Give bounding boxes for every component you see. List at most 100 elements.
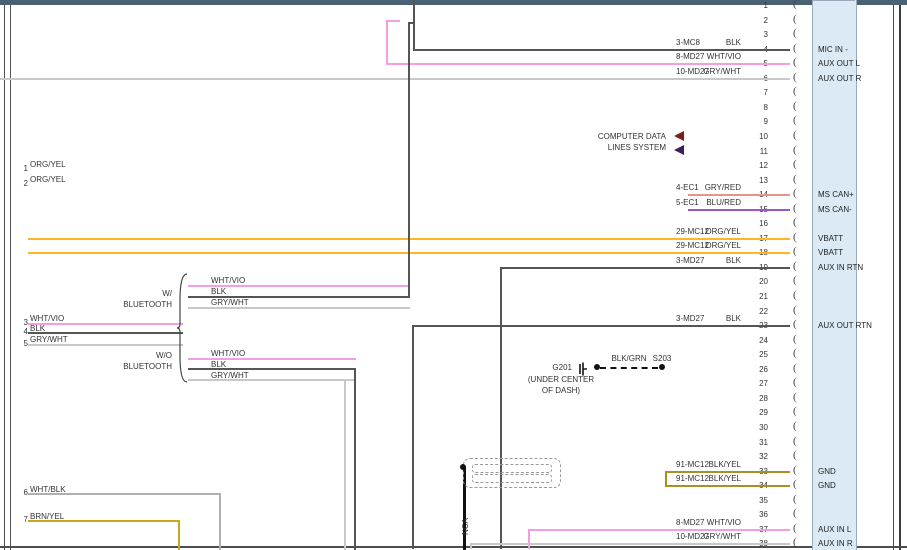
wire-pin37-whtvio-vert — [528, 528, 530, 549]
circuit-id-pin-18: 29-MC12 — [676, 241, 709, 251]
pin-function-18: VBATT — [818, 248, 844, 258]
pin-function-23: AUX OUT RTN — [818, 321, 872, 331]
pin-function-37: AUX IN L — [818, 524, 852, 534]
pin-socket-20: ( — [793, 274, 797, 287]
left-wire-color-pin-2: ORG/YEL — [30, 175, 66, 184]
ground-dashed-wire — [600, 367, 658, 369]
wire-pin38-grywht — [470, 543, 790, 546]
pin-number-13: 13 — [759, 175, 768, 185]
wire-color-pin-37: WHT/VIO — [706, 517, 741, 527]
ground-location-line1: (UNDER CENTER — [527, 375, 595, 384]
wire-color-pin-19: BLK — [725, 255, 741, 265]
pin-socket-18: ( — [793, 245, 797, 258]
wire-nobt-grywht — [188, 379, 356, 381]
wire-bt-blk-top — [408, 22, 414, 24]
branch-without-bluetooth-line1: W/O — [156, 351, 172, 360]
pin-socket-33: ( — [793, 463, 797, 476]
page-left-border-inner — [10, 5, 11, 550]
computer-data-label-line1: COMPUTER DATA — [597, 132, 666, 141]
pin-socket-27: ( — [793, 376, 797, 389]
pin-number-27: 27 — [759, 379, 768, 389]
pin-socket-31: ( — [793, 434, 797, 447]
circuit-id-pin-5: 8-MD27 — [676, 52, 705, 62]
wire-nca-vert — [463, 467, 466, 550]
circuit-id-pin-37: 8-MD27 — [676, 517, 705, 527]
wire-left-pin6 — [28, 493, 221, 495]
ground-wire-color-label: BLK/GRN — [611, 354, 647, 363]
wire-color-pin-4: BLK — [725, 37, 741, 47]
page-bottom-border — [0, 546, 907, 548]
wire-color-pin-34: BLK/YEL — [708, 474, 741, 484]
pin-number-29: 29 — [759, 408, 768, 418]
wire-nobt-whtvio — [188, 358, 356, 360]
pin-function-38: AUX IN R — [818, 539, 853, 549]
pin-socket-11: ( — [793, 143, 797, 156]
pin-number-1: 1 — [763, 1, 768, 10]
wire-pin5-whtvio-top — [386, 20, 400, 22]
pin-number-11: 11 — [759, 146, 768, 156]
pin-function-17: VBATT — [818, 233, 844, 243]
pin-number-3: 3 — [763, 30, 768, 40]
can-high-arrow-icon — [674, 131, 684, 141]
pin-function-34: GND — [818, 481, 836, 491]
nca-dashed-box-outer — [463, 458, 561, 488]
wire-pin6-grywht — [0, 77, 790, 80]
pin-function-19: AUX IN RTN — [818, 262, 864, 272]
pin-socket-28: ( — [793, 390, 797, 403]
left-wire-color-pin-1: ORG/YEL — [30, 160, 66, 169]
pin-number-2: 2 — [763, 15, 768, 25]
pin-socket-34: ( — [793, 478, 797, 491]
wire-pin4-blk-vert — [413, 0, 415, 50]
wire-pin15-blured — [688, 208, 790, 211]
pin-socket-4: ( — [793, 41, 797, 54]
wire-pin33-blkyel — [665, 470, 790, 473]
circuit-id-pin-33: 91-MC12 — [676, 459, 709, 469]
wire-left-pin7 — [28, 520, 180, 522]
pin-socket-14: ( — [793, 187, 797, 200]
left-pin-number-5: 5 — [23, 339, 28, 348]
pin-number-26: 26 — [759, 364, 768, 374]
wire-bt-blk-vert — [408, 22, 410, 296]
wire-left-pin6-vert — [219, 493, 221, 550]
pin-socket-5: ( — [793, 56, 797, 69]
pin-number-24: 24 — [759, 335, 768, 345]
wire-pin4-blk — [413, 48, 790, 51]
wire-color-pin-14: GRY/RED — [704, 183, 741, 193]
splice-s203-dot — [659, 364, 665, 370]
branch-with-bluetooth-line2: BLUETOOTH — [123, 300, 172, 309]
pin-socket-26: ( — [793, 361, 797, 374]
circuit-id-pin-23: 3-MD27 — [676, 314, 705, 324]
pin-number-32: 32 — [759, 452, 768, 462]
wire-nobt-blk-vert — [354, 368, 356, 550]
left-wire-color-pin-6: WHT/BLK — [30, 485, 66, 494]
branch-nobt-wire-label-0: WHT/VIO — [211, 349, 246, 358]
pin-number-20: 20 — [759, 277, 768, 287]
pin-socket-24: ( — [793, 332, 797, 345]
pin-socket-8: ( — [793, 99, 797, 112]
pin-number-31: 31 — [759, 437, 768, 447]
wire-left-pin7-vert — [178, 520, 180, 550]
circuit-id-pin-4: 3-MC8 — [676, 37, 701, 47]
pin-number-35: 35 — [759, 495, 768, 505]
circuit-id-pin-15: 5-EC1 — [676, 197, 699, 207]
pin-number-25: 25 — [759, 350, 768, 360]
can-low-arrow-icon — [674, 145, 684, 155]
connector-divider-top — [812, 0, 855, 1]
branch-bt-wire-label-0: WHT/VIO — [211, 276, 246, 285]
left-pin-number-7: 7 — [23, 515, 28, 524]
wire-color-pin-15: BLU/RED — [706, 197, 741, 207]
wire-pin5-whtvio-vert — [386, 20, 388, 65]
page-right-border-outer — [899, 5, 901, 550]
ground-location-line2: OF DASH) — [541, 386, 581, 395]
left-wire-color-pin-4: BLK — [30, 324, 46, 333]
computer-data-label-line2: LINES SYSTEM — [607, 143, 666, 152]
wire-color-pin-33: BLK/YEL — [708, 459, 741, 469]
pin-function-4: MIC IN - — [818, 44, 848, 54]
wire-pin19-blk — [500, 266, 790, 269]
pin-socket-21: ( — [793, 289, 797, 301]
page-right-border-inner — [893, 5, 894, 550]
pin-socket-2: ( — [793, 12, 797, 25]
branch-bt-wire-label-2: GRY/WHT — [211, 298, 249, 307]
page-top-border — [0, 0, 907, 5]
